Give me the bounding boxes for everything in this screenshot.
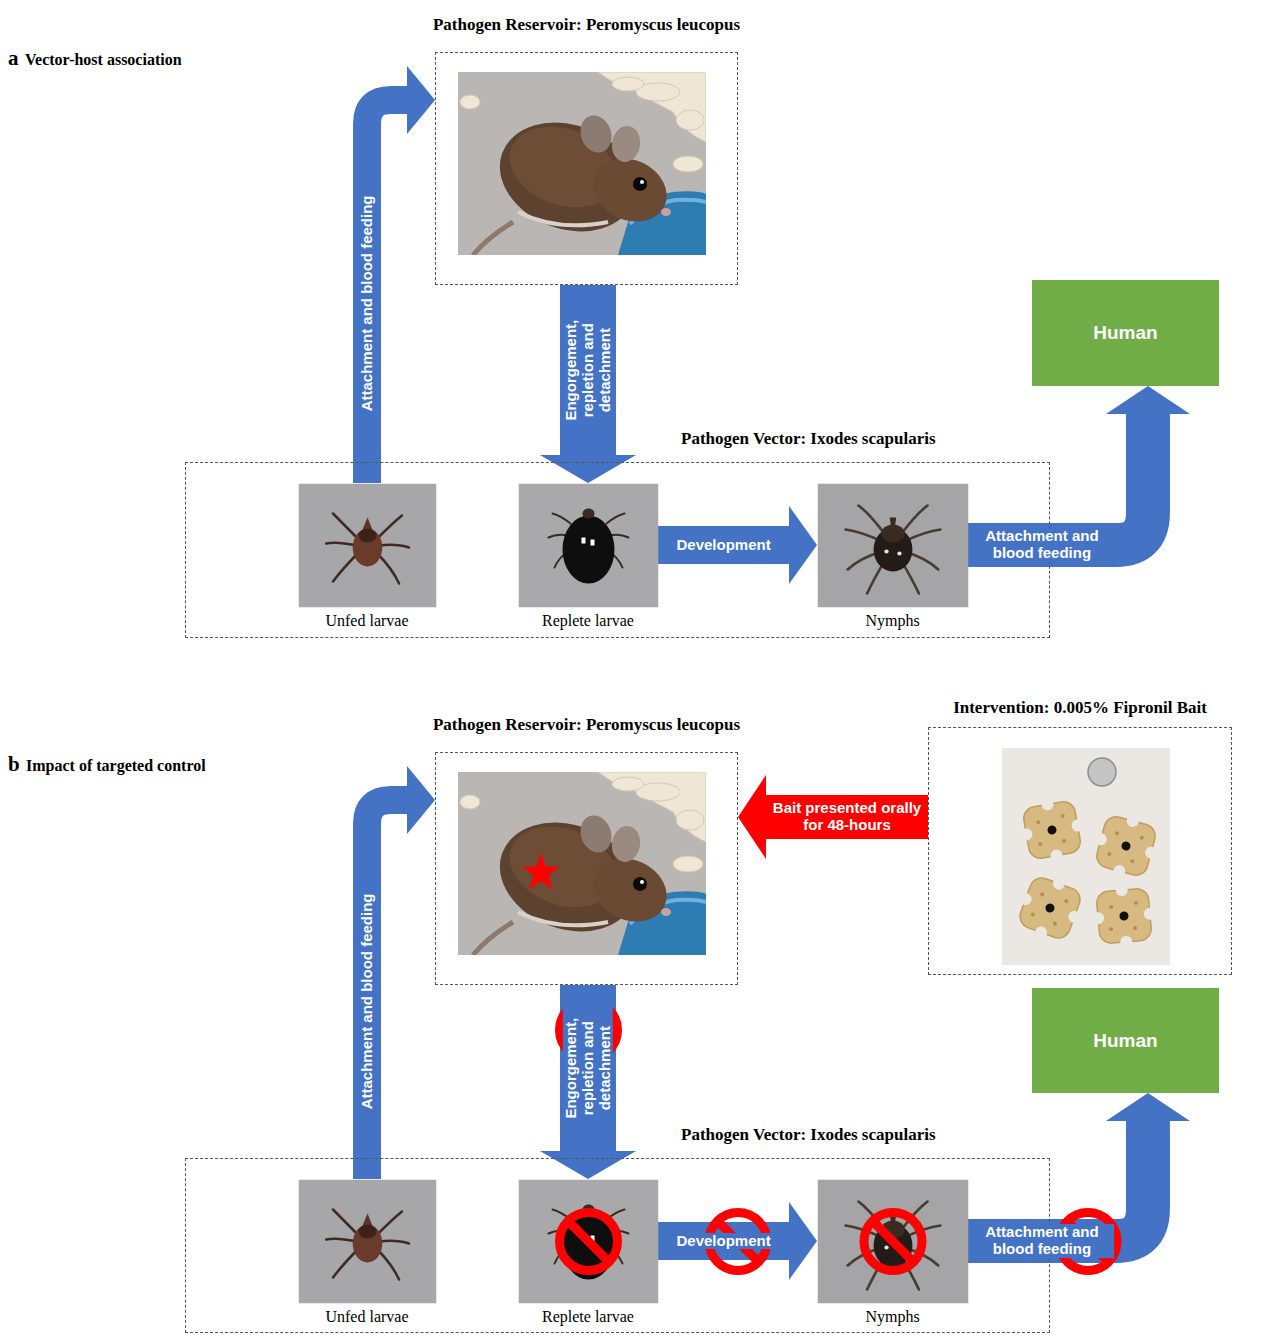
- photo-panel: Nymphs: [817, 1179, 968, 1329]
- arrow-body: [968, 413, 1148, 545]
- block-arrow: [658, 1202, 817, 1280]
- arrow-head: [407, 66, 435, 134]
- photo-panel: Unfed larvae: [298, 483, 436, 633]
- arrow-head: [1106, 1093, 1190, 1121]
- arrow-head: [738, 775, 766, 859]
- mouse-photo: [458, 772, 706, 955]
- photo-caption: Unfed larvae: [325, 1308, 408, 1326]
- panel-letter: b: [8, 752, 20, 777]
- group-heading: Pathogen Vector: Ixodes scapularis: [681, 1125, 936, 1145]
- block-arrow: [367, 766, 435, 1179]
- group-heading: Intervention: 0.005% Fipronil Bait: [953, 698, 1207, 718]
- group-heading: Pathogen Vector: Ixodes scapularis: [681, 429, 936, 449]
- host-label: Human: [1093, 1030, 1157, 1052]
- arrow-label: Development: [675, 1233, 773, 1250]
- arrow-label: Engorgement, repletion and detachment: [563, 287, 613, 453]
- photo-caption: Unfed larvae: [325, 612, 408, 630]
- group-heading: Pathogen Reservoir: Peromyscus leucopus: [433, 15, 740, 35]
- host-label: Human: [1093, 322, 1157, 344]
- host-box: Human: [1032, 280, 1219, 386]
- dashed-group: Intervention: 0.005% Fipronil Bait: [928, 727, 1232, 975]
- tick-photo: [519, 484, 659, 608]
- block-arrow: [367, 66, 435, 483]
- arrow-head: [789, 506, 817, 584]
- arrow-head: [1106, 386, 1190, 414]
- arrow-body: [560, 985, 616, 1152]
- photo-caption: Nymphs: [865, 1308, 919, 1326]
- dashed-group: Pathogen Reservoir: Peromyscus leucopus: [435, 52, 738, 285]
- arrow-body: [968, 1120, 1148, 1241]
- tick-photo: [818, 484, 969, 608]
- arrow-head: [407, 766, 435, 834]
- block-arrow: [968, 386, 1190, 545]
- arrow-head: [789, 1202, 817, 1280]
- photo-panel: Unfed larvae: [298, 1179, 436, 1329]
- panel-letter: a: [8, 46, 19, 71]
- arrow-label: Attachment and blood feeding: [970, 528, 1114, 562]
- photo-panel: Replete larvae: [518, 1179, 658, 1329]
- arrow-label: Attachment and blood feeding: [970, 1224, 1114, 1258]
- prohibition-sign: [864, 1213, 922, 1271]
- panel-title: Impact of targeted control: [26, 757, 206, 775]
- target-star: [522, 853, 560, 889]
- arrow-head: [540, 455, 636, 483]
- prohibition-sign: [560, 1213, 618, 1271]
- mouse-photo: [458, 72, 706, 255]
- arrow-label: Engorgement, repletion and detachment: [563, 987, 613, 1149]
- arrow-body: [765, 795, 928, 839]
- tick-photo: [299, 1180, 437, 1304]
- tick-photo: [519, 1180, 659, 1304]
- host-box: Human: [1032, 988, 1219, 1093]
- tick-photo: [818, 1180, 969, 1304]
- block-arrow: [738, 775, 928, 859]
- block-arrow: [658, 506, 817, 584]
- tick-photo: [299, 484, 437, 608]
- block-arrow: [540, 285, 636, 483]
- photo-panel: Replete larvae: [518, 483, 658, 633]
- arrow-label: Bait presented orally for 48-hours: [768, 800, 926, 834]
- arrow-body: [658, 526, 790, 564]
- photo-panel: Nymphs: [817, 483, 968, 633]
- photo-caption: Replete larvae: [542, 612, 634, 630]
- arrow-label: Attachment and blood feeding: [359, 891, 376, 1111]
- arrow-head: [540, 1151, 636, 1179]
- dashed-group: Pathogen Vector: Ixodes scapularisUnfed …: [185, 1158, 1050, 1333]
- photo-caption: Nymphs: [865, 612, 919, 630]
- bait-photo: [1002, 748, 1170, 965]
- arrow-label: Development: [675, 537, 773, 554]
- group-heading: Pathogen Reservoir: Peromyscus leucopus: [433, 715, 740, 735]
- arrow-body: [560, 285, 616, 456]
- block-arrow: [968, 1093, 1190, 1241]
- photo-caption: Replete larvae: [542, 1308, 634, 1326]
- panel-title: Vector-host association: [25, 51, 182, 69]
- dashed-group: Pathogen Reservoir: Peromyscus leucopus: [435, 752, 738, 985]
- dashed-group: Pathogen Vector: Ixodes scapularisUnfed …: [185, 462, 1050, 638]
- block-arrow: [540, 985, 636, 1179]
- arrow-label: Attachment and blood feeding: [359, 193, 376, 413]
